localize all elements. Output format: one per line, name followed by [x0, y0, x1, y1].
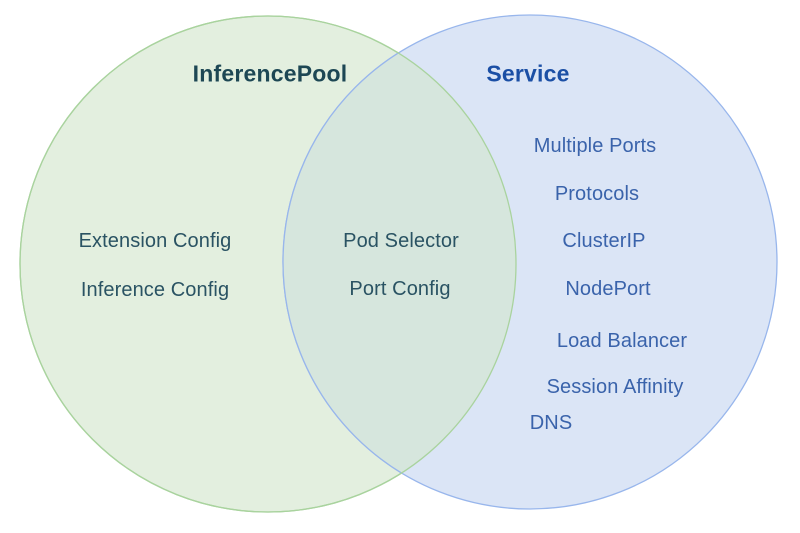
inferencepool-title: InferencePool [192, 60, 348, 87]
service-item-nodeport: NodePort [565, 278, 651, 300]
inferencepool-circle-outline [19, 15, 517, 513]
intersection-region [282, 16, 516, 510]
service-item-clusterip: ClusterIP [562, 230, 646, 252]
intersection-item-port-config: Port Config [349, 278, 451, 300]
service-item-session-affinity: Session Affinity [546, 376, 684, 398]
intersection-item-pod-selector: Pod Selector [343, 230, 459, 252]
service-title: Service [486, 60, 570, 87]
service-item-multiple-ports: Multiple Ports [533, 135, 657, 157]
inferencepool-item-inference-config: Inference Config [80, 279, 230, 301]
service-item-load-balancer: Load Balancer [556, 330, 688, 352]
service-item-dns: DNS [529, 412, 573, 434]
inferencepool-item-extension-config: Extension Config [78, 230, 232, 252]
service-item-protocols: Protocols [554, 183, 640, 205]
